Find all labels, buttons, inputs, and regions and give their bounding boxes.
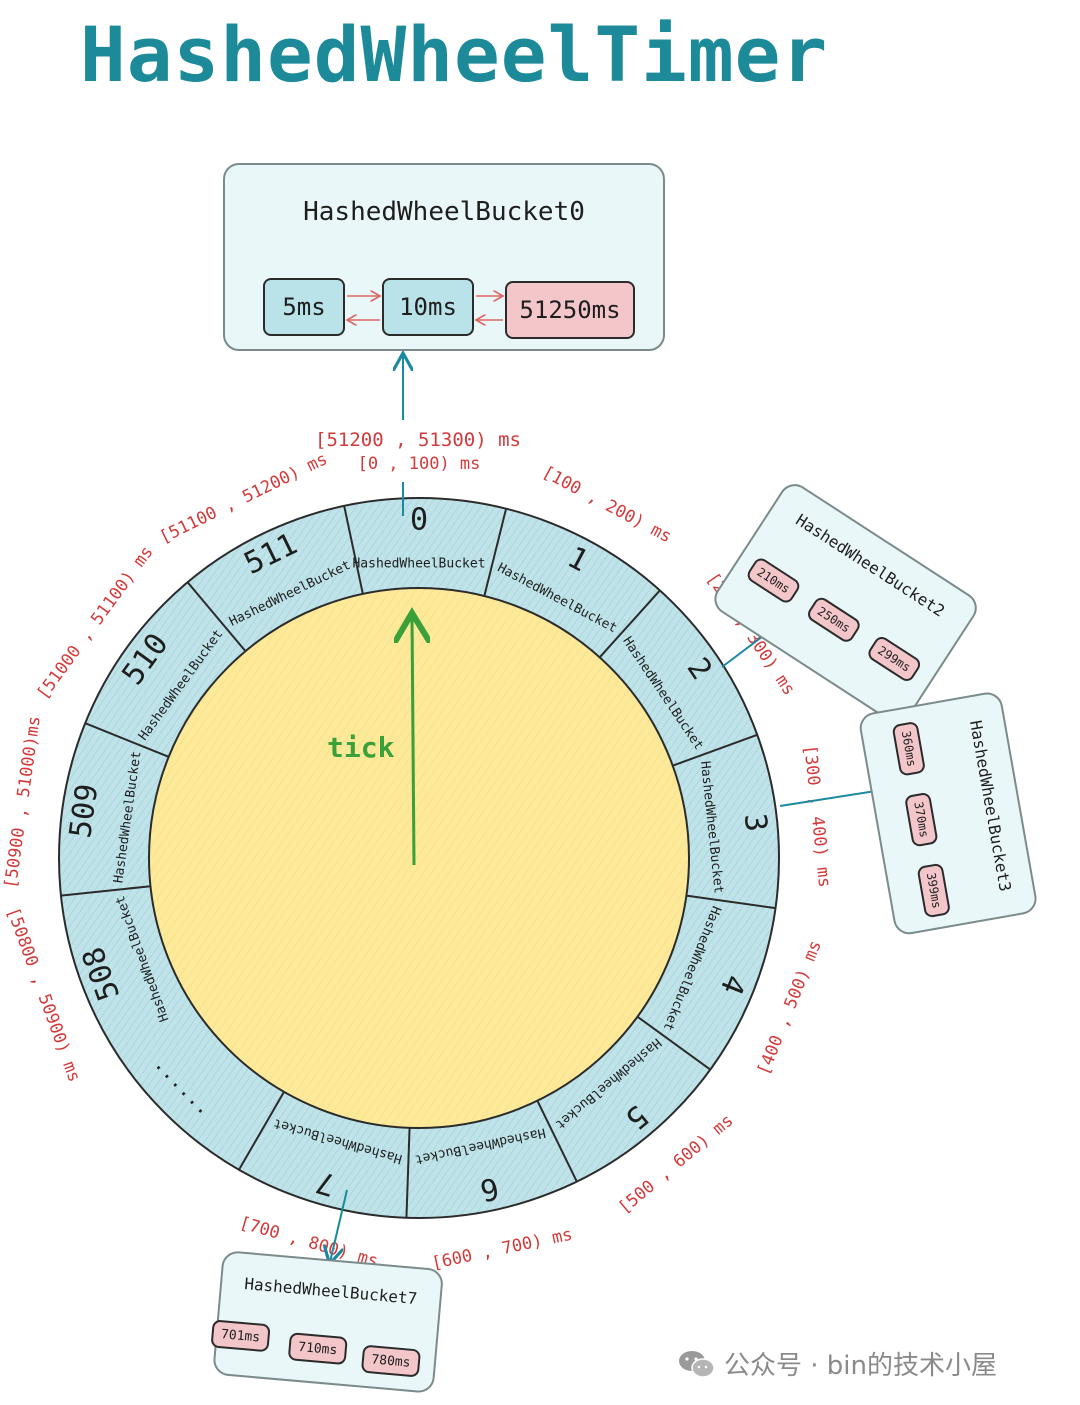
- slot-divider: [672, 733, 758, 767]
- range-slot0-extra: [51200 , 51300) ms: [315, 429, 521, 451]
- bucket0-task-2: 10ms: [382, 278, 474, 336]
- slot-dividers: [60, 505, 776, 1218]
- diagram-title: HashedWheelTimer: [80, 10, 829, 99]
- bucket7-title: HashedWheelBucket7: [243, 1274, 419, 1309]
- bucket2-task-2: 250ms: [804, 594, 863, 645]
- bucket2-task-1: 210ms: [744, 555, 803, 606]
- bucket3-task-2: 370ms: [903, 791, 939, 848]
- bucket3-task-1: 360ms: [891, 720, 927, 777]
- slot-bucket-label: HashedWheelBucket: [352, 557, 485, 572]
- bucket7-task-3: 780ms: [360, 1344, 422, 1378]
- slot-index-label: 3: [737, 812, 774, 834]
- slot-divider: [483, 508, 508, 597]
- slot-divider: [84, 722, 170, 758]
- watermark: 公众号 · bin的技术小屋: [678, 1345, 997, 1382]
- connector-bucket7: [330, 1189, 348, 1262]
- slot-divider: [536, 1100, 578, 1183]
- slot-range-label: [300 , 400) ms: [799, 744, 834, 889]
- tick-arrow: [412, 616, 414, 866]
- slot-divider: [598, 589, 661, 659]
- watermark-text: 公众号 · bin的技术小屋: [724, 1351, 998, 1381]
- bucket0-links: [225, 165, 667, 353]
- bucket0-title: HashedWheelBucket0: [303, 197, 585, 227]
- slot-divider: [636, 1015, 711, 1071]
- slot-divider: [60, 885, 151, 897]
- bucket0-panel: HashedWheelBucket0 5ms 10ms 51250ms: [223, 163, 665, 351]
- slot-index-label: 0: [410, 503, 428, 538]
- slot-range-label: [600 , 700) ms: [430, 1225, 574, 1274]
- bucket0-task-1: 5ms: [263, 278, 345, 336]
- slot-range-label: [50900 , 51000)ms: [1, 715, 45, 890]
- tick-label: tick: [327, 731, 395, 764]
- slot-divider: [686, 894, 776, 910]
- slot-divider: [186, 581, 247, 652]
- bucket7-panel: HashedWheelBucket7 701ms 710ms 780ms: [210, 1250, 445, 1394]
- slot-divider: [238, 1091, 285, 1171]
- bucket3-task-3: 399ms: [916, 862, 952, 919]
- bucket2-task-3: 299ms: [865, 633, 924, 685]
- bucket0-task-3: 51250ms: [505, 281, 635, 339]
- slot-index-label: 509: [63, 782, 105, 841]
- slot-divider: [405, 1127, 411, 1218]
- wheel-inner-circle: [148, 587, 690, 1129]
- wechat-icon: [678, 1349, 716, 1379]
- bucket7-task-2: 710ms: [287, 1332, 348, 1366]
- bucket7-task-1: 701ms: [210, 1319, 271, 1353]
- slot-range-label: [0 , 100) ms: [358, 454, 481, 474]
- slot-divider: [343, 505, 364, 595]
